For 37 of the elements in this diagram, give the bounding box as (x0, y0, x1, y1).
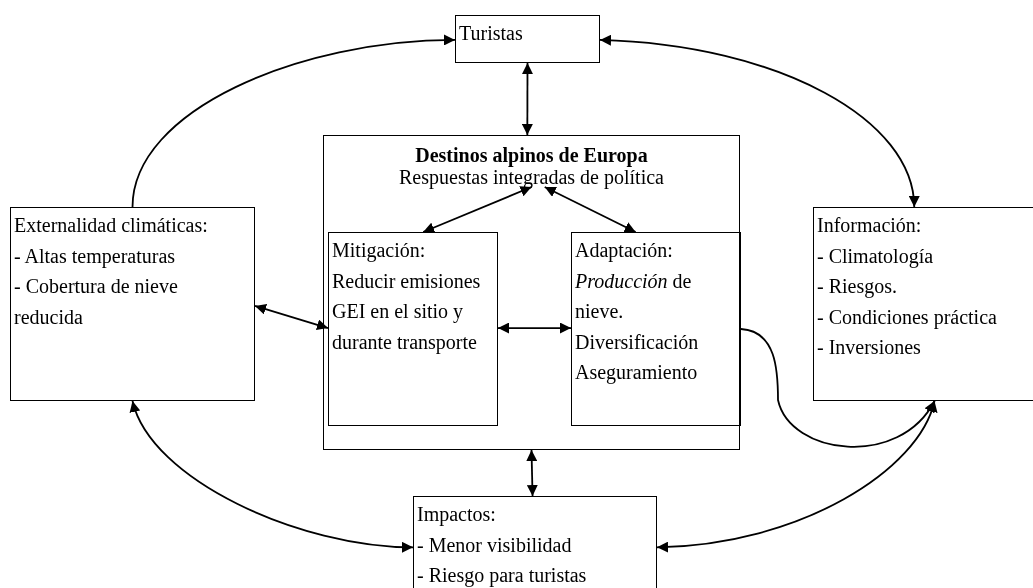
box-text: Información: (817, 213, 923, 238)
arrow (254, 303, 329, 331)
arrow (526, 449, 538, 497)
box-text: Mitigación: (332, 238, 427, 264)
box-text: Aseguramiento (575, 360, 699, 386)
arrow (740, 328, 936, 448)
arrow (131, 400, 414, 553)
box-text: Respuestas integradas de política (399, 166, 664, 188)
box-text: Diversificación (575, 329, 700, 355)
arrow (497, 322, 572, 334)
process-box (413, 496, 657, 588)
process-box (328, 232, 498, 426)
arrow (656, 400, 937, 553)
box-text: Turistas (459, 21, 524, 46)
box-text: Adaptación: (575, 238, 674, 264)
group-title: Destinos alpinos de Europa (415, 144, 648, 166)
group-box (323, 135, 740, 450)
process-box (571, 232, 741, 426)
process-box (10, 207, 255, 401)
box-text: - Riesgo para turistas (417, 563, 588, 588)
box-text: - Inversiones (817, 335, 922, 360)
box-text: - Riesgos. (817, 274, 898, 300)
process-box (813, 207, 1033, 401)
box-text: - Condiciones práctica (817, 304, 998, 331)
box-text: - Menor visibilidad (417, 532, 573, 558)
box-text: Producción de nieve. (575, 268, 693, 324)
box-text: Reducir emisiones GEI en el sitio y durante transporte (332, 268, 482, 356)
box-text: Impactos: (417, 502, 497, 528)
arrow (131, 34, 456, 208)
box-text: - Cobertura de nieve reducida (14, 274, 179, 330)
arrow (543, 186, 637, 233)
box-text: - Climatología (817, 243, 935, 270)
process-box (455, 15, 600, 63)
box-text: Externalidad climáticas: (14, 213, 209, 238)
arrow (599, 35, 919, 208)
arrow (521, 62, 533, 136)
box-text: - Altas temperaturas (14, 243, 177, 270)
